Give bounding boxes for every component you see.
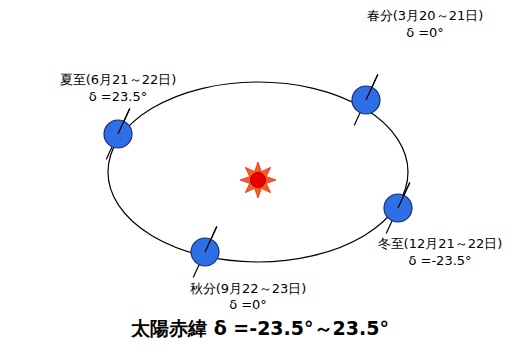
season-label: 夏至(6月21～22日)	[60, 72, 177, 88]
declination-label: δ =0°	[229, 297, 267, 313]
caption: 太陽赤緯 δ =-23.5°～23.5°	[131, 316, 389, 340]
earth-axis	[205, 227, 217, 253]
season-label: 春分(3月20～21日)	[367, 8, 484, 24]
orbit-ellipse	[108, 82, 408, 262]
earth-axis	[118, 109, 130, 135]
sun-symbol	[240, 162, 276, 198]
season-label: 冬至(12月21～22日)	[378, 236, 503, 252]
sun-rays	[240, 162, 276, 198]
declination-label: δ =23.5°	[89, 89, 147, 105]
declination-label: δ =-23.5°	[408, 253, 471, 269]
season-label: 秋分(9月22～23日)	[190, 281, 307, 297]
earth-axis	[398, 183, 410, 209]
declination-label: δ =0°	[406, 25, 444, 41]
sun-disc	[251, 173, 266, 188]
earth-group	[104, 75, 412, 278]
earth-axis	[366, 75, 378, 101]
